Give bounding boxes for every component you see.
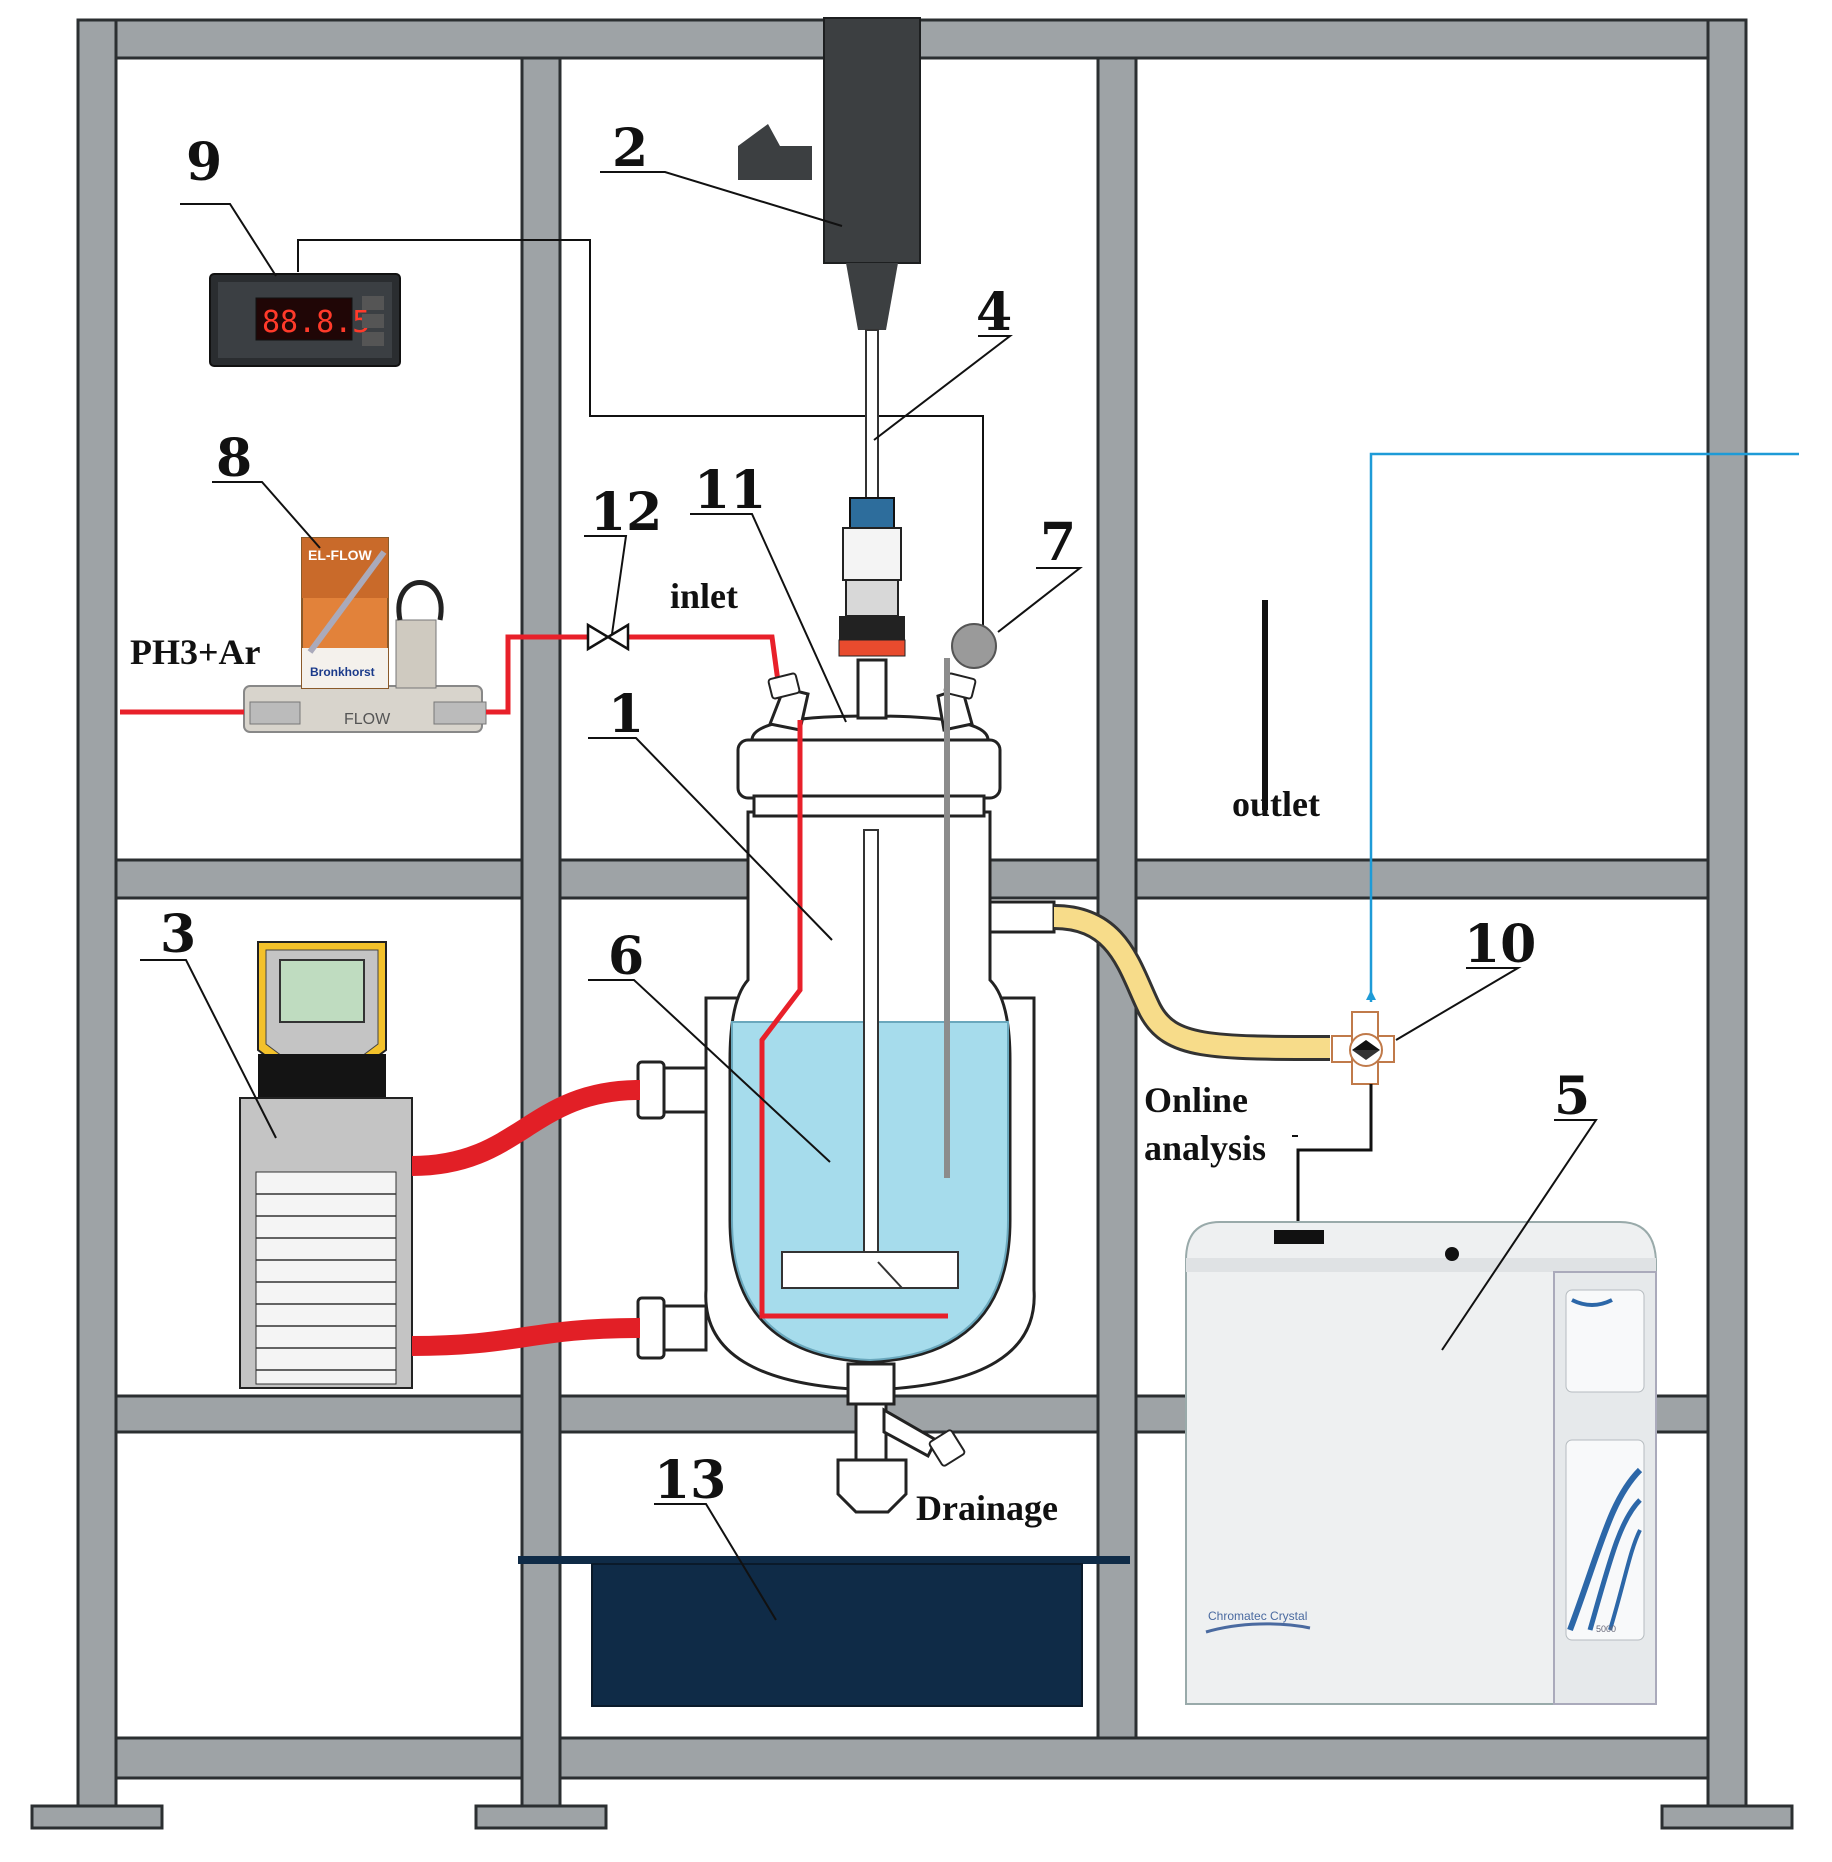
mass-flow-controller: FLOW EL-FLOW Bronkhorst xyxy=(243,537,487,733)
frame-foot-left xyxy=(30,1804,164,1830)
drain-tray xyxy=(518,1556,1130,1707)
gas-valve xyxy=(586,622,630,652)
reactor-vessel xyxy=(728,658,1056,1514)
shaft-coupling xyxy=(838,497,906,657)
drainage-label: Drainage xyxy=(916,1488,1058,1528)
label-13: 13 xyxy=(654,1450,726,1511)
label-2: 2 xyxy=(612,118,648,179)
mfc-flow-mark: FLOW xyxy=(344,711,391,728)
label-1: 1 xyxy=(608,684,644,745)
gas-label: PH3+Ar xyxy=(130,632,261,672)
mfc-brand: EL-FLOW xyxy=(308,547,373,563)
online-label: Online xyxy=(1144,1080,1248,1120)
outlet-hose xyxy=(1053,904,1331,1061)
controller-display: 88.8.5 xyxy=(262,305,370,340)
inlet-label: inlet xyxy=(670,576,738,616)
sampling-valve xyxy=(1331,1011,1395,1085)
frame-bottom-beam xyxy=(113,1736,1747,1780)
temperature-controller: 88.8.5 xyxy=(209,273,401,367)
frame-post-right xyxy=(1706,18,1748,1812)
frame-foot-right xyxy=(1660,1804,1794,1830)
gc-name: Chromatec Crystal xyxy=(1208,1609,1307,1623)
frame-foot-mid xyxy=(474,1804,608,1830)
online-analysis-line xyxy=(1366,452,1799,1002)
label-texts: 1 2 3 4 5 6 7 8 9 10 11 12 13 PH3+Ar inl… xyxy=(130,118,1590,1528)
thermocouple xyxy=(944,623,997,1178)
outlet-pipe xyxy=(1262,600,1268,810)
thermocouple-wire xyxy=(297,239,984,630)
frame-post-left xyxy=(76,18,118,1812)
gas-dip-tube xyxy=(759,720,948,1319)
agitator xyxy=(781,829,959,1289)
label-6: 6 xyxy=(608,926,644,987)
thermostat xyxy=(239,941,413,1389)
mfc-maker: Bronkhorst xyxy=(310,665,375,679)
label-4: 4 xyxy=(976,282,1012,343)
analysis-label: analysis xyxy=(1144,1128,1266,1168)
frame-post-2 xyxy=(520,56,562,1812)
stirrer-motor xyxy=(738,17,921,501)
gc-sample-line xyxy=(1296,1084,1373,1238)
label-9: 9 xyxy=(186,132,222,193)
gc-model: 5000 xyxy=(1596,1624,1616,1634)
label-12: 12 xyxy=(590,482,662,543)
outlet-label: outlet xyxy=(1232,784,1320,824)
label-11: 11 xyxy=(694,460,766,521)
gas-chromatograph: 5000 Chromatec Crystal xyxy=(1185,1221,1657,1705)
label-3: 3 xyxy=(160,904,196,965)
coolant-hoses xyxy=(411,1080,641,1356)
label-10: 10 xyxy=(1464,914,1536,975)
label-7: 7 xyxy=(1040,512,1076,573)
leader-lines xyxy=(140,171,1598,1621)
frame-post-3 xyxy=(1096,56,1138,1740)
label-5: 5 xyxy=(1554,1066,1590,1127)
label-8: 8 xyxy=(216,428,252,489)
